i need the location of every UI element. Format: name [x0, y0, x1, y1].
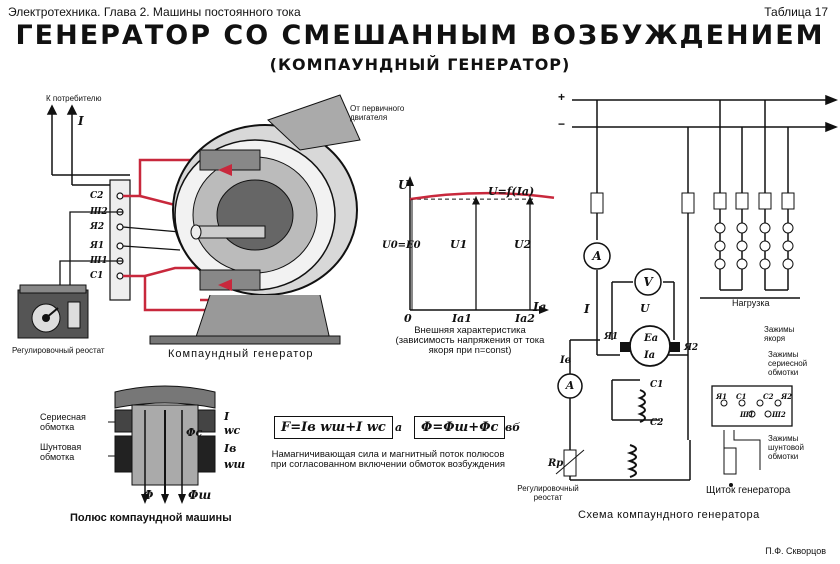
header-chapter: Электротехника. Глава 2. Машины постоянн…: [8, 5, 301, 19]
chart-marker-arrow-1: [472, 196, 480, 205]
consumer-leads: [46, 104, 130, 186]
pole-drawing: [108, 385, 216, 504]
consumer-current-label: I: [78, 114, 84, 128]
shield-sh1: Ш1: [740, 410, 754, 419]
pole-caption: Полюс компаундной машины: [70, 512, 232, 524]
terminal-ya2-schematic: Я2: [684, 343, 699, 353]
page-subtitle: (КОМПАУНДНЫЙ ГЕНЕРАТОР): [269, 55, 571, 74]
from-engine-label: От первичного двигателя: [350, 104, 405, 122]
field-current-iv: Iв: [560, 355, 572, 366]
shield-c2: C2: [763, 392, 774, 401]
chart-series-line: [409, 191, 555, 201]
generator-caption: Компаундный генератор: [168, 348, 314, 360]
chart-u1: U1: [450, 238, 468, 251]
to-consumer-label: К потребителю: [46, 94, 102, 103]
formula-flux: Φ=Φш+Φс: [414, 416, 506, 439]
pole-label-iv: Iв: [224, 442, 237, 455]
terminal-ya1: Я1: [90, 241, 105, 251]
page-title: ГЕНЕРАТОР СО СМЕШАННЫМ ВОЗБУЖДЕНИЕМ: [15, 20, 825, 51]
armature-emf: Ea: [644, 333, 659, 344]
chart-y-arrow: [406, 176, 414, 186]
schematic-wiring: [569, 94, 839, 481]
pole-label-i: I: [224, 410, 230, 423]
chart-u2: U2: [514, 238, 532, 251]
generator-body: [149, 94, 361, 345]
shield-ya2: Я2: [781, 392, 793, 401]
terminal-sh2: Ш2: [90, 207, 108, 217]
author-credit: П.Ф. Скворцов: [765, 546, 826, 556]
terminal-c1: C1: [90, 271, 104, 281]
chart-u0: U0=E0: [382, 240, 421, 251]
ammeter-field: A: [565, 379, 575, 392]
formula-flux-tag: вб: [505, 421, 521, 434]
shield-sh2: Ш2: [772, 410, 786, 419]
chart-marker-arrow-2: [526, 196, 534, 205]
shield-series-label: Зажимы сериесной обмотки: [768, 350, 808, 377]
pole-label-phish: Φш: [188, 488, 212, 502]
header-table-number: Таблица 17: [764, 5, 828, 19]
schematic-voltage-u: U: [640, 302, 650, 315]
pole-label-phi: Φ: [143, 488, 154, 502]
pole-label-phic: Φc: [186, 426, 203, 439]
chart-origin: 0: [404, 312, 412, 325]
terminal-ya1-schematic: Я1: [604, 332, 619, 342]
formula-mmf: F=Iв wш+I wс: [274, 416, 393, 439]
schematic-caption: Схема компаундного генератора: [578, 509, 760, 521]
chart-curve-label: U=f(Ia): [488, 185, 535, 198]
voltmeter: V: [643, 275, 653, 289]
formula-mmf-tag: a: [395, 421, 403, 434]
series-winding-label: Сериесная обмотка: [40, 412, 86, 432]
shield-ya1: Я1: [716, 392, 728, 401]
rheostat-label: Регулировочный реостат: [12, 346, 105, 355]
shield-c1: C1: [736, 392, 747, 401]
ammeter-main: A: [592, 249, 602, 263]
field-rheostat: [17, 284, 89, 339]
terminal-sh1: Ш1: [90, 256, 108, 266]
chart-caption: Внешняя характеристика (зависимость напр…: [395, 325, 545, 356]
shield-shunt-label: Зажимы шунтовой обмотки: [768, 434, 804, 461]
chart-xlabel: Ia: [533, 300, 547, 314]
schematic-current-i: I: [584, 302, 590, 316]
characteristic-chart: [406, 176, 555, 314]
pole-label-wsh: wш: [224, 458, 246, 471]
terminal-c2: C2: [90, 191, 104, 201]
schematic-elements: [555, 192, 795, 487]
schematic-rheostat-label: Регулировочный реостат: [517, 484, 579, 502]
formula-note: Намагничивающая сила и магнитный поток п…: [270, 449, 506, 470]
bus-plus: +: [558, 90, 566, 104]
armature-current: Ia: [644, 350, 656, 361]
bus-minus: −: [558, 117, 566, 131]
terminal-block: [109, 179, 131, 301]
terminal-c1-schematic: C1: [650, 380, 664, 390]
chart-ylabel: U: [398, 178, 409, 192]
chart-ia1: Ia1: [452, 312, 472, 325]
chart-x-arrow: [539, 306, 549, 314]
terminal-c2-schematic: C2: [650, 418, 664, 428]
load-label: Нагрузка: [732, 298, 770, 308]
pole-label-wc: wc: [224, 424, 241, 437]
terminal-ya2: Я2: [90, 222, 105, 232]
chart-ia2: Ia2: [515, 312, 535, 325]
shield-caption: Щиток генератора: [706, 485, 791, 496]
shunt-winding-label: Шунтовая обмотка: [40, 442, 82, 462]
shield-armature-label: Зажимы якоря: [764, 325, 795, 343]
rheostat-rp: Rр: [548, 458, 564, 469]
